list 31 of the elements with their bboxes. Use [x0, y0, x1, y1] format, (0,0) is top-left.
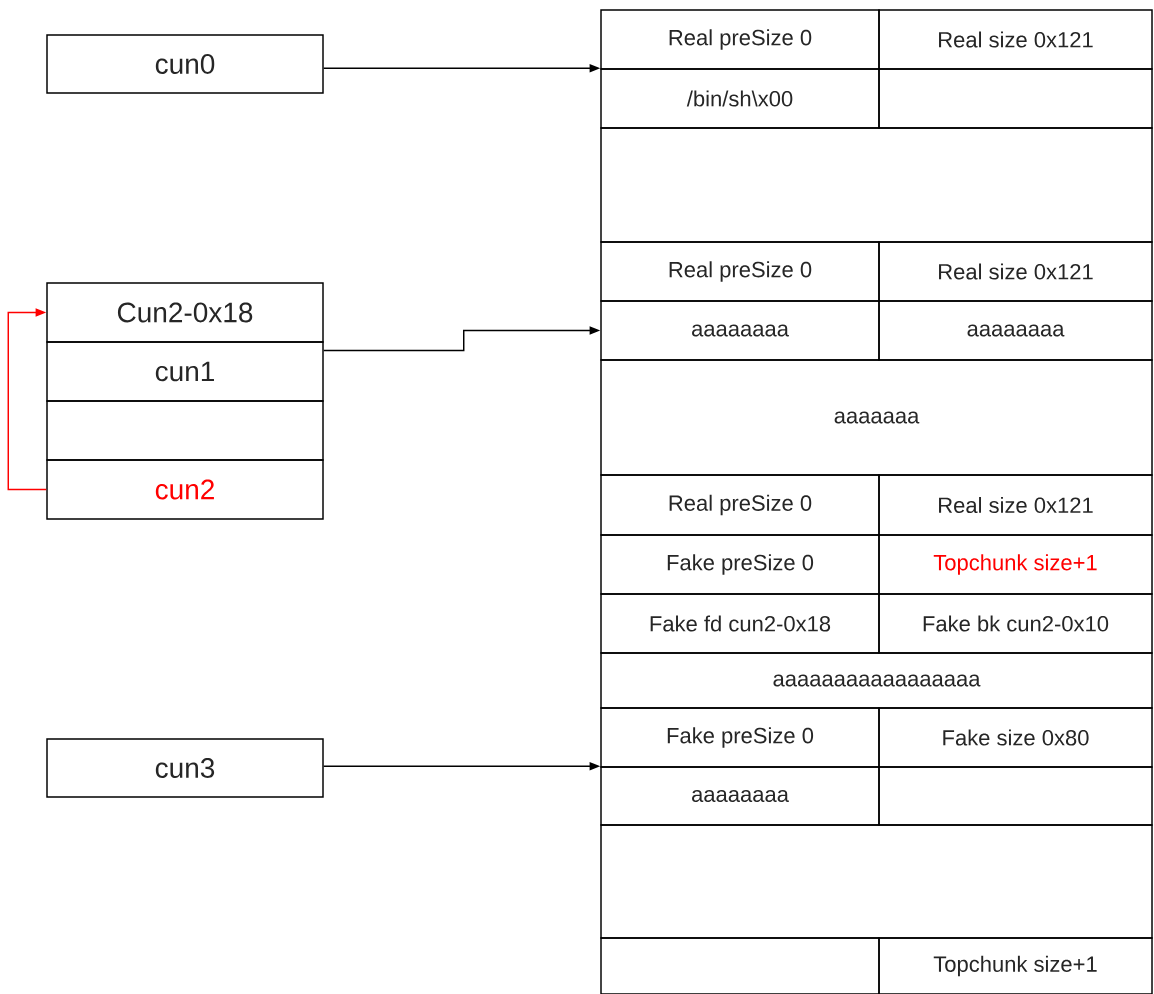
table-cell: Topchunk size+1 [878, 937, 1153, 994]
table-cell: Fake preSize 0 [600, 534, 880, 595]
table-cell: aaaaaaaa [600, 766, 880, 826]
table-cell: Real size 0x121 [878, 241, 1153, 302]
arrow [7, 308, 47, 491]
table-cell: Real size 0x121 [878, 474, 1153, 536]
table-cell: Real preSize 0 [600, 241, 880, 302]
table-cell: Fake preSize 0 [600, 707, 880, 768]
table-cell: aaaaaaaa [878, 300, 1153, 361]
table-cell: Fake size 0x80 [878, 707, 1153, 768]
table-cell: Real preSize 0 [600, 9, 880, 70]
pointer-cell: cun2 [46, 459, 324, 520]
table-cell: aaaaaaaa [600, 300, 880, 361]
empty-cell [878, 766, 1153, 826]
table-cell: Topchunk size+1 [878, 534, 1153, 595]
empty-cell [46, 400, 324, 461]
empty-cell [600, 127, 1153, 243]
table-cell: aaaaaaa [600, 359, 1153, 476]
table-cell: /bin/sh\x00 [600, 68, 880, 129]
table-cell: Fake bk cun2-0x10 [878, 593, 1153, 654]
pointer-cell: cun3 [46, 738, 324, 798]
empty-cell [600, 824, 1153, 939]
pointer-cell: cun1 [46, 341, 324, 402]
table-cell: aaaaaaaaaaaaaaaaa [600, 652, 1153, 709]
table-cell: Fake fd cun2-0x18 [600, 593, 880, 654]
pointer-cell: Cun2-0x18 [46, 282, 324, 343]
empty-cell [878, 68, 1153, 129]
empty-cell [600, 937, 880, 994]
pointer-cell: cun0 [46, 34, 324, 94]
table-cell: Real size 0x121 [878, 9, 1153, 70]
table-cell: Real preSize 0 [600, 474, 880, 536]
